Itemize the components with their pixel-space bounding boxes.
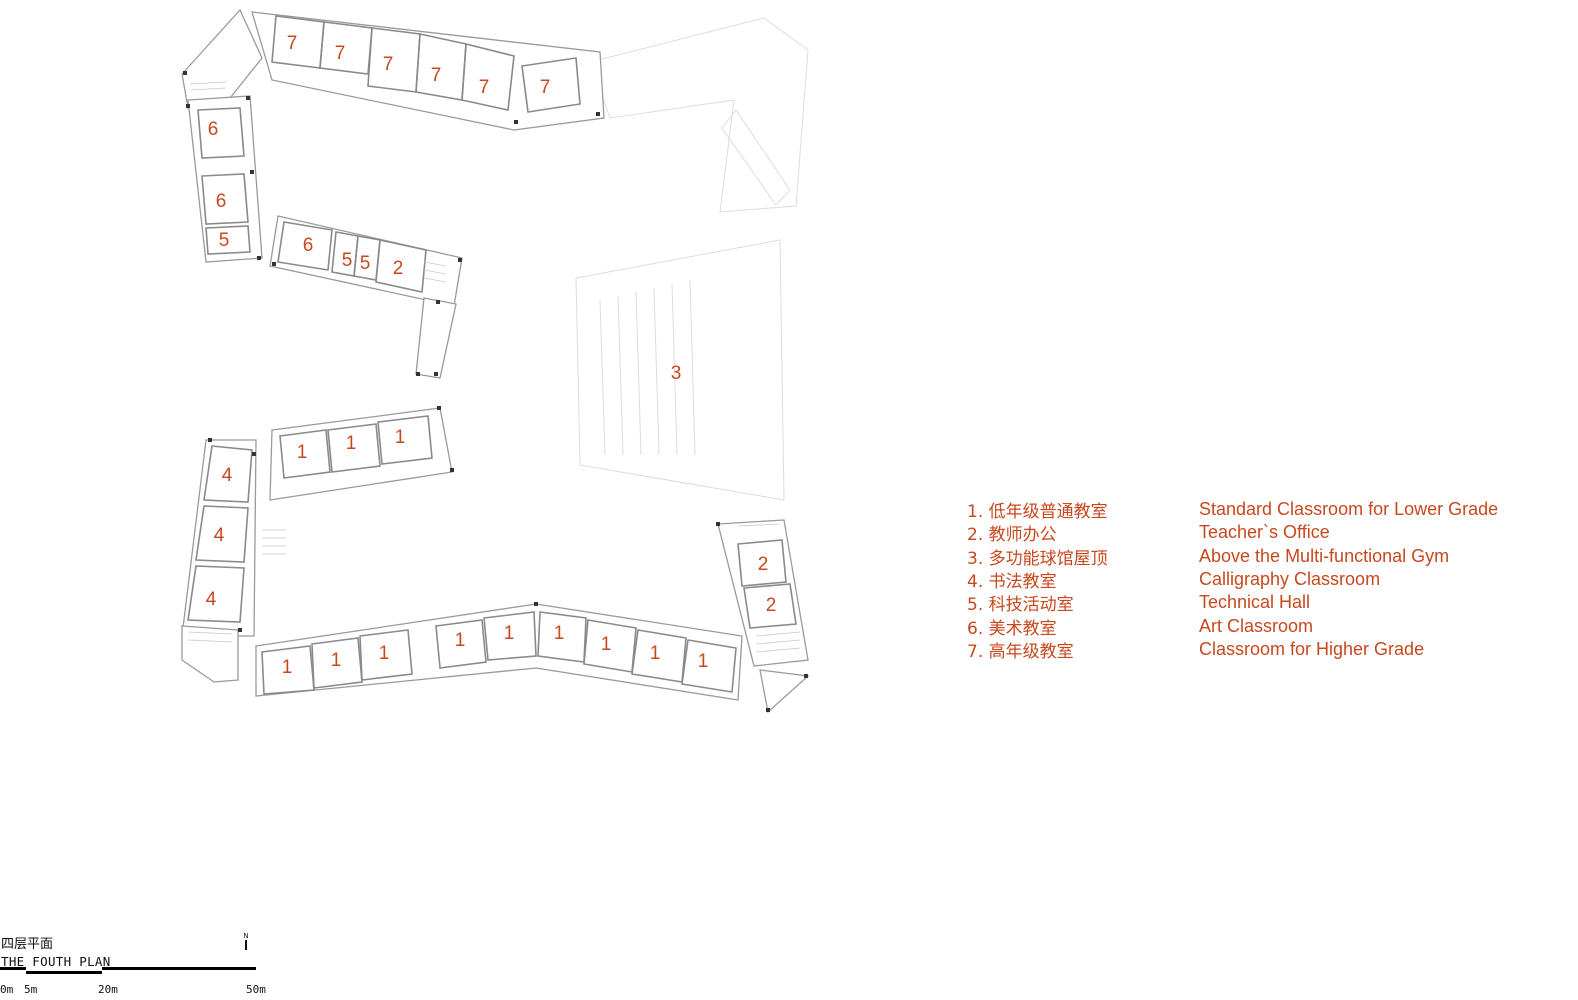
- legend-label-en: Standard Classroom for Lower Grade: [1199, 499, 1499, 520]
- room-number-1: 1: [455, 630, 466, 651]
- room-number-7: 7: [383, 54, 394, 75]
- legend: 1. 低年级普通教室 Standard Classroom for Lower …: [967, 498, 1499, 662]
- room-number-5: 5: [219, 230, 230, 251]
- room-number-1: 1: [650, 643, 661, 664]
- legend-label-en: Art Classroom: [1199, 615, 1314, 636]
- legend-label-zh: 2. 教师办公: [967, 525, 1057, 546]
- room-labels: 7 7 7 7 7 7 6 6 5 6 5 5 2 3 1 1 1 4 4 4 …: [206, 33, 777, 678]
- top-wing: [251, 11, 605, 131]
- room-number-1: 1: [346, 433, 357, 454]
- structural-columns: [183, 71, 808, 712]
- room-number-6: 6: [303, 235, 314, 256]
- plan-title-en: THE FOUTH PLAN: [1, 954, 111, 969]
- room-number-7: 7: [335, 43, 346, 64]
- gym-roof-outline: [575, 239, 785, 501]
- sw-stair-block: [181, 625, 239, 683]
- roof-outline-upper: [589, 17, 809, 213]
- room-number-1: 1: [504, 623, 515, 644]
- legend-label-en: Classroom for Higher Grade: [1199, 638, 1425, 659]
- room-number-1: 1: [698, 651, 709, 672]
- legend-item: 5. 科技活动室 Technical Hall: [967, 591, 1498, 616]
- room-number-6: 6: [216, 191, 227, 212]
- legend-item: 3. 多功能球馆屋顶 Above the Multi-functional Gy…: [967, 545, 1498, 569]
- room-number-4: 4: [214, 525, 225, 546]
- legend-label-zh: 1. 低年级普通教室: [967, 502, 1108, 523]
- room-number-5: 5: [360, 253, 371, 274]
- west-lower-wing: [181, 439, 257, 637]
- legend-item: 7. 高年级教室 Classroom for Higher Grade: [967, 638, 1498, 662]
- room-number-6: 6: [208, 119, 219, 140]
- room-number-7: 7: [287, 33, 298, 54]
- scale-segment: [26, 971, 102, 974]
- scale-segment: [0, 967, 26, 970]
- legend-item: 2. 教师办公 Teacher`s Office: [967, 521, 1498, 546]
- legend-label-en: Above the Multi-functional Gym: [1199, 545, 1450, 566]
- room-number-7: 7: [540, 77, 551, 98]
- bottom-wing-rooms: [261, 611, 737, 695]
- scale-label-20: 20m: [98, 983, 118, 996]
- room-number-1: 1: [379, 643, 390, 664]
- scale-label-5: 5m: [24, 983, 38, 996]
- scale-bar: [0, 967, 260, 975]
- room-number-1: 1: [282, 657, 293, 678]
- room-number-7: 7: [431, 65, 442, 86]
- stair-hatching: [187, 81, 801, 653]
- room-number-4: 4: [206, 589, 217, 610]
- room-number-1: 1: [395, 427, 406, 448]
- room-number-1: 1: [601, 634, 612, 655]
- north-arrow-icon: N: [243, 932, 249, 950]
- legend-label-en: Technical Hall: [1199, 592, 1311, 613]
- legend-label-zh: 5. 科技活动室: [967, 595, 1074, 616]
- scale-segment: [102, 967, 256, 970]
- legend-label-zh: 4. 书法教室: [967, 572, 1057, 593]
- gym-roof-lines: [599, 279, 696, 456]
- scale-label-0: 0m: [0, 983, 14, 996]
- legend-label-zh: 3. 多功能球馆屋顶: [967, 548, 1108, 569]
- legend-label-zh: 7. 高年级教室: [967, 641, 1074, 662]
- scale-label-50: 50m: [246, 983, 266, 996]
- room-number-2: 2: [393, 258, 404, 279]
- link-corridor: [415, 297, 457, 379]
- room-number-5: 5: [342, 250, 353, 271]
- legend-label-en: Calligraphy Classroom: [1199, 569, 1381, 590]
- west-upper-rooms: [197, 107, 251, 255]
- east-lower-rooms: [737, 539, 797, 629]
- se-stair-block: [759, 669, 810, 714]
- room-number-2: 2: [766, 595, 777, 616]
- legend-item: 4. 书法教室 Calligraphy Classroom: [967, 568, 1498, 593]
- west-lower-rooms: [187, 445, 253, 623]
- mid-lower-rooms: [279, 415, 433, 479]
- east-lower-wing: [717, 519, 809, 667]
- room-number-1: 1: [297, 442, 308, 463]
- stair-outline-upper: [721, 109, 791, 206]
- legend-item: 1. 低年级普通教室 Standard Classroom for Lower …: [967, 498, 1499, 523]
- legend-label-en: Teacher`s Office: [1199, 522, 1330, 543]
- room-number-1: 1: [554, 623, 565, 644]
- legend-label-zh: 6. 美术教室: [967, 618, 1057, 639]
- plan-title-zh: 四层平面: [1, 937, 54, 952]
- room-number-1: 1: [331, 650, 342, 671]
- room-number-3: 3: [671, 363, 682, 384]
- middle-wing-rooms: [277, 221, 427, 293]
- room-number-4: 4: [222, 465, 233, 486]
- nw-stair-block: [181, 8, 263, 109]
- room-number-2: 2: [758, 554, 769, 575]
- room-number-7: 7: [479, 77, 490, 98]
- legend-item: 6. 美术教室 Art Classroom: [967, 614, 1498, 639]
- north-label: N: [243, 932, 248, 940]
- top-wing-rooms: [271, 15, 581, 113]
